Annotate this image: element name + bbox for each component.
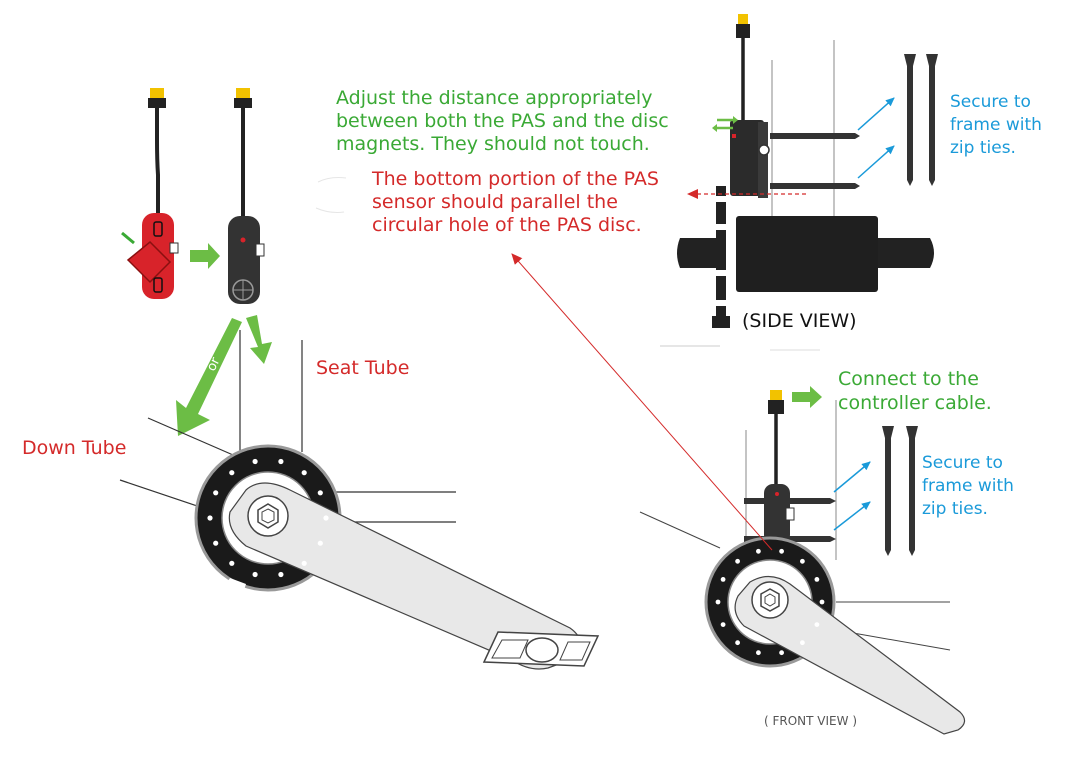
secure-top-line-1: Secure to	[950, 92, 1031, 112]
magnet-dot	[735, 558, 740, 564]
connect-note-line-2: controller cable.	[838, 392, 992, 414]
magnet-dot	[800, 640, 805, 646]
magnet-dot	[317, 490, 323, 496]
sensor-clip-icon	[169, 242, 179, 254]
long-pointer-arrow-icon	[511, 253, 773, 551]
connect-note-line-1: Connect to the	[838, 368, 979, 390]
bottom-note-line-2: sensor should parallel the	[372, 191, 618, 213]
magnet-dot	[301, 470, 307, 476]
secure-top-line-3: zip ties.	[950, 138, 1016, 158]
sensor-slot-icon	[153, 221, 163, 237]
zip-tie-inserted	[770, 133, 860, 139]
front-view-label: ( FRONT VIEW )	[764, 714, 857, 728]
sensor-cable	[155, 108, 160, 215]
connector-plug-icon	[234, 98, 252, 108]
magnet-dot	[735, 640, 740, 646]
side-view-group	[660, 14, 938, 351]
front-view-group	[639, 386, 966, 735]
side-sensor-body	[730, 120, 764, 196]
secure-bottom-line-1: Secure to	[922, 453, 1003, 473]
zip-tie-icon	[904, 54, 916, 186]
magnet-dot	[800, 558, 805, 564]
adjust-note-line-3: magnets. They should not touch.	[336, 133, 650, 155]
secure-top-line-2: frame with	[950, 115, 1042, 135]
connector-plug-icon	[768, 400, 784, 414]
magnet-dot	[213, 490, 219, 496]
magnet-dot	[720, 622, 726, 627]
sensor-red-open-group	[121, 88, 179, 299]
magnet-dot	[814, 577, 820, 582]
magnet-dot	[278, 571, 284, 578]
magnet-dot	[252, 571, 258, 578]
zip-tie-icon	[926, 54, 938, 186]
magnet-dot	[301, 560, 307, 566]
connector-plug-icon	[736, 24, 750, 38]
magnet-dot	[756, 650, 761, 656]
magnet-dot	[229, 560, 235, 566]
magnet-dot	[252, 458, 258, 465]
magnet-dot	[756, 548, 761, 554]
connector-plug-icon	[148, 98, 166, 108]
seat-tube-label: Seat Tube	[316, 357, 409, 379]
adjust-note-line-1: Adjust the distance appropriately	[336, 87, 652, 109]
magnet-dot	[317, 540, 323, 546]
magnet-dot	[715, 599, 721, 605]
pointer-arrow-icon	[833, 461, 871, 493]
sensor-crosshair-icon	[233, 280, 253, 300]
secure-bottom-line-2: frame with	[922, 476, 1014, 496]
magnet-dot	[779, 650, 784, 656]
pointer-arrow-icon	[857, 145, 895, 179]
zip-tie-inserted	[770, 183, 860, 189]
bottom-note-line-1: The bottom portion of the PAS	[371, 168, 659, 190]
sensor-red-cover	[126, 240, 172, 284]
magnet-dot	[323, 515, 329, 521]
sensor-slot-icon	[153, 277, 163, 293]
transition-arrow-icon	[190, 243, 220, 269]
bottom-note-line-3: circular hole of the PAS disc.	[372, 214, 642, 236]
front-disc-magnets	[715, 548, 825, 656]
front-crank-arm	[734, 575, 966, 735]
connector-yellow-icon	[738, 14, 748, 26]
left-crank-arm	[228, 482, 581, 670]
pointer-arrow-icon	[833, 501, 871, 531]
magnet-dot	[720, 577, 726, 582]
magnet-dot	[814, 622, 820, 627]
seat-tube-arrow-icon	[246, 315, 272, 364]
connect-arrow-icon	[792, 386, 822, 408]
magnet-dot	[779, 548, 784, 554]
sensor-clip-icon	[255, 243, 265, 257]
magnet-dot	[278, 458, 284, 465]
left-disc-magnets	[207, 458, 329, 578]
magnet-dot	[819, 599, 825, 605]
pas-disc-edge	[716, 186, 726, 318]
left-pedal	[482, 631, 600, 667]
magnet-dot	[207, 515, 213, 521]
adjust-note-line-2: between both the PAS and the disc	[336, 110, 669, 132]
rotate-hint-icon	[121, 231, 135, 245]
ghost-mark	[315, 177, 347, 213]
magnet-dot	[213, 540, 219, 546]
zip-tie-icon	[906, 426, 918, 556]
sensor-dot-icon	[240, 237, 246, 243]
connector-yellow-icon	[770, 390, 782, 402]
magnet-dot	[229, 470, 235, 476]
pointer-arrow-icon	[857, 97, 895, 131]
down-tube-arrow-icon	[176, 318, 242, 436]
zip-tie-icon	[882, 426, 894, 556]
sensor-dark-closed-group	[228, 88, 265, 304]
front-sensor-body	[764, 484, 790, 544]
down-tube-label: Down Tube	[22, 437, 126, 459]
secure-bottom-line-3: zip ties.	[922, 499, 988, 519]
bottom-bracket	[736, 216, 878, 292]
side-view-label: (SIDE VIEW)	[742, 310, 857, 332]
